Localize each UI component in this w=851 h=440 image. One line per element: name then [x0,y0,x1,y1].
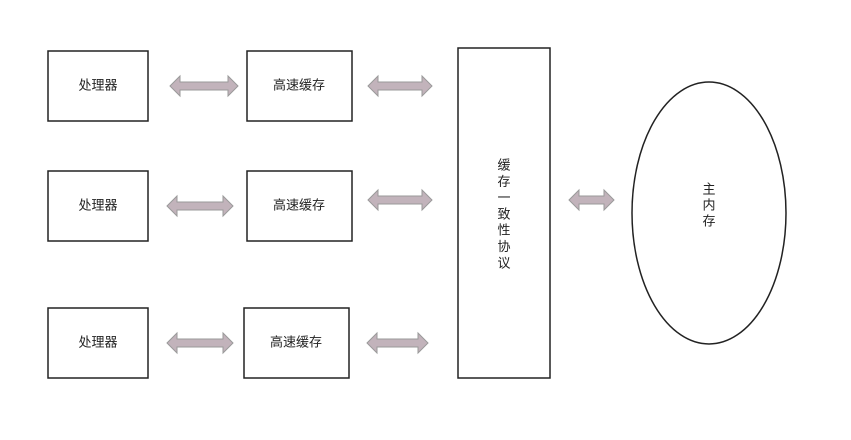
processor-2: 处理器 [47,170,149,242]
processor-3: 处理器 [47,307,149,379]
cache-1: 高速缓存 [246,50,353,122]
protocol-char: 存 [497,175,510,190]
processor-1: 处理器 [47,50,149,122]
double-arrow-icon [166,194,234,218]
processor-label: 处理器 [78,199,117,214]
processor-label: 处理器 [78,79,117,94]
double-arrow-icon [367,188,433,212]
double-arrow-icon [166,331,234,355]
memory-char: 内 [702,198,715,214]
cache-2: 高速缓存 [246,170,353,242]
double-arrow-icon [568,188,615,212]
double-arrow-icon [367,74,433,98]
memory-char: 主 [702,183,715,198]
main-memory: 主内存 [631,81,787,345]
processor-label: 处理器 [78,336,117,351]
cache-label: 高速缓存 [273,198,325,214]
double-arrow-icon [169,74,239,98]
memory-char: 存 [702,215,715,230]
protocol-char: 议 [497,256,510,271]
cache-label: 高速缓存 [270,335,322,351]
protocol-char: 协 [497,240,510,255]
cache-label: 高速缓存 [273,78,325,94]
protocol-char: 致 [497,207,510,222]
double-arrow-icon [366,331,429,355]
cache-3: 高速缓存 [243,307,350,379]
protocol-char: 缓 [497,159,510,174]
protocol-char: 性 [497,224,510,239]
protocol-char: 一 [497,191,510,206]
